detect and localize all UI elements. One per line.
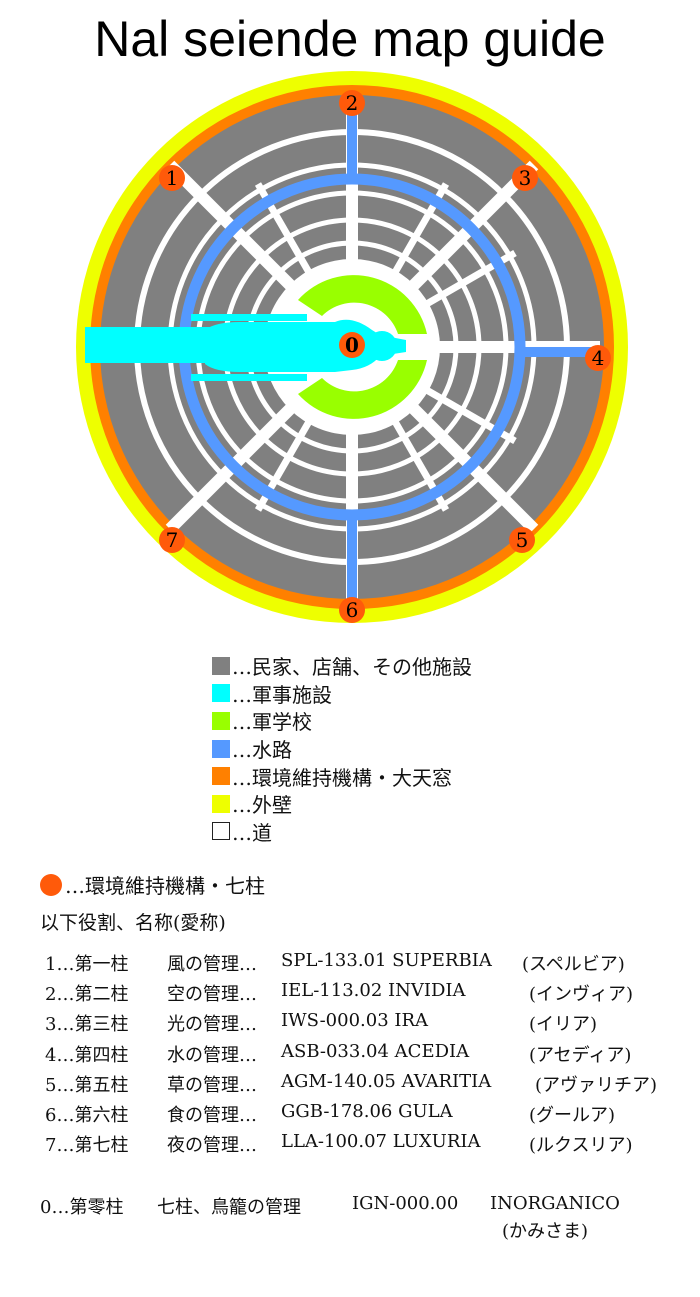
legend-label: …道 [232,820,272,845]
swatch [212,767,230,786]
page-title: Nal seiende map guide [94,11,606,67]
pillar-nick: (インヴィア) [529,984,634,1006]
pillar-marker-5: 5 [509,527,535,553]
military-school [298,275,427,419]
pillar-number: 6 [346,598,359,622]
pillar-num: 5…第五柱 [45,1074,129,1096]
pillar-dot-icon [339,332,365,358]
legend-label: …環境維持機構・大天窓 [232,765,452,790]
pillar-dot-icon [512,165,538,191]
pillar-row: 6…第六柱 食の管理… GGB-178.06 GULA (グールア) [45,1101,685,1131]
pillar-number: 7 [166,528,179,552]
roles-heading: 以下役割、名称(愛称) [40,912,226,934]
pillar-row: 2…第二柱 空の管理… IEL-113.02 INVIDIA (インヴィア) [45,980,685,1010]
pillar-dot-icon [339,597,365,623]
pillar-code: ASB-033.04 ACEDIA [281,1040,470,1062]
pillar-marker-1: 1 [159,165,185,191]
swatch [212,711,230,730]
pillar-marker-2: 2 [339,90,365,116]
pillar-marker-4: 4 [585,345,611,371]
waterway-channels [347,105,597,600]
pillar-row: 3…第三柱 光の管理… IWS-000.03 IRA (イリア) [45,1010,685,1040]
pillar-legend: …環境維持機構・七柱 [40,870,265,899]
pillar-row: 1…第一柱 風の管理… SPL-133.01 SUPERBIA (スペルビア) [45,950,685,980]
legend-environment: …環境維持機構・大天窓 [212,762,472,790]
pillar-role: 夜の管理… [167,1135,257,1157]
pillar-number: 4 [592,346,605,370]
swatch [212,684,230,703]
legend-label: …軍学校 [232,710,312,735]
pillar-role: 光の管理… [167,1014,257,1036]
pillar-row: 5…第五柱 草の管理… AGM-140.05 AVARITIA (アヴァリチア) [45,1071,685,1101]
pillar-code: IEL-113.02 INVIDIA [281,980,466,1002]
legend-label: …軍事施設 [232,682,332,707]
pillar-number: 0 [345,333,359,357]
pillar-dot-icon [509,527,535,553]
legend-military: …軍事施設 [212,680,472,708]
pillar-number: 1 [166,166,179,190]
pillar-marker-6: 6 [339,597,365,623]
pillar-dot-icon [159,527,185,553]
legend-road: …道 [212,818,472,846]
legend-wall: …外壁 [212,790,472,818]
pillar-dot-icon [339,90,365,116]
pillar-num: 7…第七柱 [45,1135,129,1157]
pillar-nick: (イリア) [529,1014,598,1036]
pillar-dot-icon [585,345,611,371]
pillar-dot-icon [159,165,185,191]
legend-label: …民家、店舗、その他施設 [232,655,472,680]
pillar-name: INORGANICO [490,1193,620,1214]
pillar-role: 水の管理… [167,1044,257,1066]
swatch [212,656,230,675]
pillar-number: 5 [516,528,529,552]
legend-waterway: …水路 [212,735,472,763]
pillar-num: 0…第零柱 [40,1197,124,1218]
pillar-code: IGN-000.00 [352,1193,459,1214]
pillar-role: 七柱、鳥籠の管理 [157,1197,301,1218]
pillar-marker-0: 0 [339,332,365,358]
pillar-num: 4…第四柱 [45,1044,129,1066]
pillar-number: 3 [519,166,532,190]
pillar-nick: (アセディア) [529,1044,632,1066]
swatch [212,739,230,758]
pillar-nick: (アヴァリチア) [535,1074,658,1096]
pillar-role: 風の管理… [167,954,257,975]
pillar-num: 2…第二柱 [45,984,129,1006]
pillar-nick: (グールア) [529,1104,616,1126]
pillar-code: LLA-100.07 LUXURIA [281,1131,481,1153]
legend-residential: …民家、店舗、その他施設 [212,652,472,680]
pillar-num: 3…第三柱 [45,1014,129,1036]
legend-school: …軍学校 [212,707,472,735]
pillar-number: 2 [346,91,359,115]
pillar-legend-label: …環境維持機構・七柱 [65,874,265,898]
pillar-code: GGB-178.06 GULA [281,1100,453,1122]
pillar-role: 空の管理… [167,984,257,1006]
pillar-code: SPL-133.01 SUPERBIA [281,950,492,971]
pillar-marker-3: 3 [512,165,538,191]
legend-label: …外壁 [232,793,292,818]
pillar-list: 1…第一柱 風の管理… SPL-133.01 SUPERBIA (スペルビア) 2…第二… [45,950,685,1161]
pillar-nick: (スペルビア) [522,954,625,975]
pillar-marker-7: 7 [159,527,185,553]
map-legend: …民家、店舗、その他施設 …軍事施設 …軍学校 …水路 …環境維持機構・大天窓 … [212,652,472,845]
swatch [212,794,230,813]
pillar-row: 7…第七柱 夜の管理… LLA-100.07 LUXURIA (ルクスリア) [45,1131,685,1161]
pillar-nick: (かみさま) [502,1221,589,1242]
legend-label: …水路 [232,738,292,763]
pillar-nick: (ルクスリア) [529,1135,633,1157]
pillar-num: 6…第六柱 [45,1104,129,1126]
pillar-code: AGM-140.05 AVARITIA [281,1070,492,1092]
pillar-dot-icon [40,873,62,896]
swatch [212,822,230,841]
pillar-role: 草の管理… [167,1074,257,1096]
city-map: 1 2 3 4 5 6 7 0 [76,71,628,623]
pillar-row: 4…第四柱 水の管理… ASB-033.04 ACEDIA (アセディア) [45,1041,685,1071]
pillar-code: IWS-000.03 IRA [281,1010,429,1032]
pillar-role: 食の管理… [167,1104,257,1126]
pillar-num: 1…第一柱 [45,954,129,975]
